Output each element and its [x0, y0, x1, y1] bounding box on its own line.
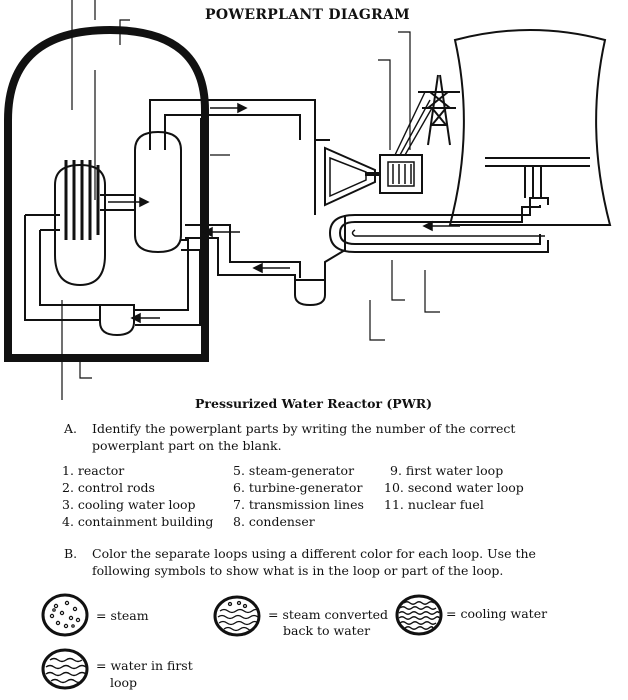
- instruction-b-letter: B.: [64, 546, 78, 561]
- first-water-loop: [24, 194, 201, 337]
- powerplant-diagram: [3, 0, 612, 400]
- part-item: 7. transmission lines: [233, 497, 364, 512]
- part-item: 2. control rods: [62, 480, 155, 495]
- turbine: [314, 139, 376, 215]
- legend-steam-converted-label-1: = steam converted: [268, 607, 388, 622]
- cooling-water-symbol-icon: [395, 594, 443, 636]
- part-item: 6. turbine-generator: [233, 480, 363, 495]
- diagram-title: POWERPLANT DIAGRAM: [205, 7, 410, 23]
- control-rods: [64, 160, 100, 240]
- steam-generator-wall: [200, 118, 208, 288]
- legend-water-first-label-2: loop: [110, 675, 138, 690]
- diagram-caption: Pressurized Water Reactor (PWR): [195, 396, 433, 411]
- instruction-a-line2: powerplant part on the blank.: [92, 438, 282, 453]
- part-item: 4. containment building: [62, 514, 214, 529]
- containment-building: [3, 25, 209, 362]
- legend-water-first-label-1: = water in first: [96, 658, 193, 673]
- part-item: 10. second water loop: [384, 480, 524, 495]
- part-item: 1. reactor: [62, 463, 125, 478]
- part-item: 11. nuclear fuel: [384, 497, 484, 512]
- instruction-b-line2: following symbols to show what is in the…: [92, 563, 504, 578]
- part-item: 8. condenser: [233, 514, 315, 529]
- steam-generator: [134, 130, 182, 254]
- cooling-water-pipes: [485, 157, 590, 198]
- generator: [365, 154, 423, 194]
- flow-arrows: [108, 102, 460, 324]
- legend-steam-label: = steam: [96, 608, 149, 623]
- water-first-loop-symbol-icon: [41, 648, 89, 690]
- reactor-vessel: [54, 163, 106, 287]
- instruction-a-letter: A.: [64, 421, 78, 436]
- legend-steam-converted-label-2: back to water: [283, 623, 371, 638]
- part-item: 3. cooling water loop: [62, 497, 196, 512]
- steam-symbol-icon: [41, 593, 89, 637]
- part-item: 5. steam-generator: [233, 463, 355, 478]
- condenser: [328, 197, 549, 253]
- legend-cooling-water-label: = cooling water: [446, 606, 548, 621]
- instruction-b-line1: Color the separate loops using a differe…: [92, 546, 536, 561]
- cooling-tower: [448, 29, 612, 226]
- transmission-lines: [394, 91, 433, 156]
- instruction-a-line1: Identify the powerplant parts by writing…: [92, 421, 516, 436]
- steam-converted-symbol-icon: [213, 595, 261, 637]
- part-item: 9. first water loop: [390, 463, 504, 478]
- label-leaders: [61, 0, 440, 400]
